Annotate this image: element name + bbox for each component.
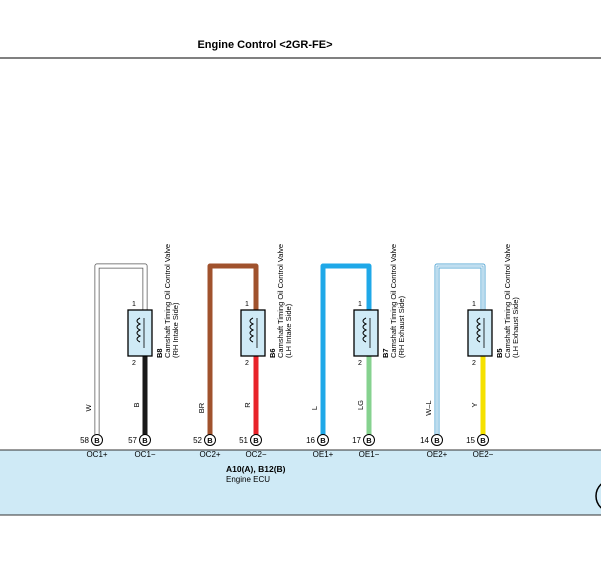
valve-3-wire-top-label: L <box>310 406 319 410</box>
valve-3-box <box>353 309 379 357</box>
valve-2-ecu-pin-bottom-ring <box>250 434 262 446</box>
valve-1-ecu-pin-top-ring <box>91 434 103 446</box>
valve-2-wire-top <box>207 263 259 435</box>
valve-3-ecu-pin-bottom-connector-letter: B <box>366 436 372 445</box>
valve-4-ecu-pin-top-connector-letter: B <box>434 436 440 445</box>
valve-2-pin-top: 1 <box>245 301 249 308</box>
valve-3-ecu-pin-top-ring <box>317 434 329 446</box>
valve-2-wire-bottom-label: R <box>243 402 252 408</box>
valve-4-wire-top <box>436 265 484 435</box>
valve-2-ecu-pin-top-ring <box>204 434 216 446</box>
ecu-name-label: Engine ECU <box>226 475 270 484</box>
valve-1-ecu-pin-top-signal-name: OC1+ <box>86 450 107 459</box>
valve-1-pin-top: 1 <box>132 301 136 308</box>
valve-2-box <box>240 309 266 357</box>
valve-3-name: Camshaft Timing Oil Control Valve <box>389 244 398 358</box>
valve-2-ecu-pin-bottom-connector-letter: B <box>253 436 259 445</box>
valve-3-coil-symbol <box>362 317 368 343</box>
valve-2-ref: B6 <box>268 348 277 358</box>
valve-3-ecu-pin-bottom-pin-number: 17 <box>352 436 361 445</box>
valve-3-ecu-pin-top-connector-letter: B <box>320 436 326 445</box>
valve-4-ecu-pin-bottom-ring <box>477 434 489 446</box>
valve-2-ecu-pin-bottom-pin-number: 51 <box>239 436 248 445</box>
valve-4-ecu-pin-top-signal-name: OE2+ <box>427 450 448 459</box>
valve-1-coil-symbol <box>136 317 142 343</box>
valve-4-ecu-pin-top-pin-number: 14 <box>420 436 429 445</box>
valve-2-ecu-pin-top-connector-letter: B <box>207 436 213 445</box>
valve-3-ecu-pin-top-pin-number: 16 <box>306 436 315 445</box>
valve-1-wire-top <box>95 264 147 435</box>
ecu-connector-label: A10(A), B12(B) <box>226 464 286 474</box>
ecu-box <box>0 449 601 516</box>
valve-1-ecu-pin-bottom-signal-name: OC1− <box>134 450 155 459</box>
valve-3-pin-top: 1 <box>358 301 362 308</box>
valve-1-ecu-pin-bottom-ring <box>139 434 151 446</box>
valve-3-wire-bottom-label: LG <box>356 400 365 410</box>
valve-2-ecu-pin-top-pin-number: 52 <box>193 436 202 445</box>
valve-1-ecu-pin-top-pin-number: 58 <box>80 436 89 445</box>
page-title: Engine Control <2GR-FE> <box>197 39 333 51</box>
valve-3-ecu-pin-bottom-ring <box>363 434 375 446</box>
valve-4-pin-top: 1 <box>472 301 476 308</box>
valve-4-ref: B5 <box>495 348 504 358</box>
valve-4-ecu-pin-top-ring <box>431 434 443 446</box>
valve-4-wire-top-label: W–L <box>424 400 433 415</box>
valve-3-pin-bottom: 2 <box>358 360 362 367</box>
valve-4-pin-bottom: 2 <box>472 360 476 367</box>
valve-3-ecu-pin-top-signal-name: OE1+ <box>313 450 334 459</box>
valve-1-ref: B8 <box>155 348 164 358</box>
valve-4-ecu-pin-bottom-connector-letter: B <box>480 436 486 445</box>
valve-4-name: Camshaft Timing Oil Control Valve <box>503 244 512 358</box>
valve-2-side: (LH Intake Side) <box>284 303 293 358</box>
valve-3-side: (RH Exhaust Side) <box>397 295 406 358</box>
valve-1-name: Camshaft Timing Oil Control Valve <box>163 244 172 358</box>
valve-1-ecu-pin-bottom-pin-number: 57 <box>128 436 137 445</box>
valve-2-wire-top-label: BR <box>197 402 206 413</box>
valve-1-wire-top-label: W <box>84 404 93 412</box>
valve-4-ecu-pin-bottom-pin-number: 15 <box>466 436 475 445</box>
valve-4-side: (LH Exhaust Side) <box>511 297 520 358</box>
valve-1-ecu-pin-top-connector-letter: B <box>94 436 100 445</box>
valve-4-box <box>467 309 493 357</box>
valve-4-ecu-pin-bottom-signal-name: OE2− <box>473 450 494 459</box>
valve-1-wire-bottom-label: B <box>132 402 141 407</box>
valve-1-pin-bottom: 2 <box>132 360 136 367</box>
valve-1-side: (RH Intake Side) <box>171 302 180 358</box>
valve-1-box <box>127 309 153 357</box>
valve-2-pin-bottom: 2 <box>245 360 249 367</box>
valve-4-wire-bottom-label: Y <box>470 402 479 407</box>
valve-2-name: Camshaft Timing Oil Control Valve <box>276 244 285 358</box>
valve-3-ecu-pin-bottom-signal-name: OE1− <box>359 450 380 459</box>
valve-2-ecu-pin-bottom-signal-name: OC2− <box>245 450 266 459</box>
valve-2-coil-symbol <box>249 317 255 343</box>
valve-4-coil-symbol <box>476 317 482 343</box>
valve-3-ref: B7 <box>381 348 390 358</box>
valve-3-wire-top <box>320 263 372 435</box>
ecu-edge-marker <box>595 483 601 509</box>
valve-1-ecu-pin-bottom-connector-letter: B <box>142 436 148 445</box>
valve-2-ecu-pin-top-signal-name: OC2+ <box>199 450 220 459</box>
